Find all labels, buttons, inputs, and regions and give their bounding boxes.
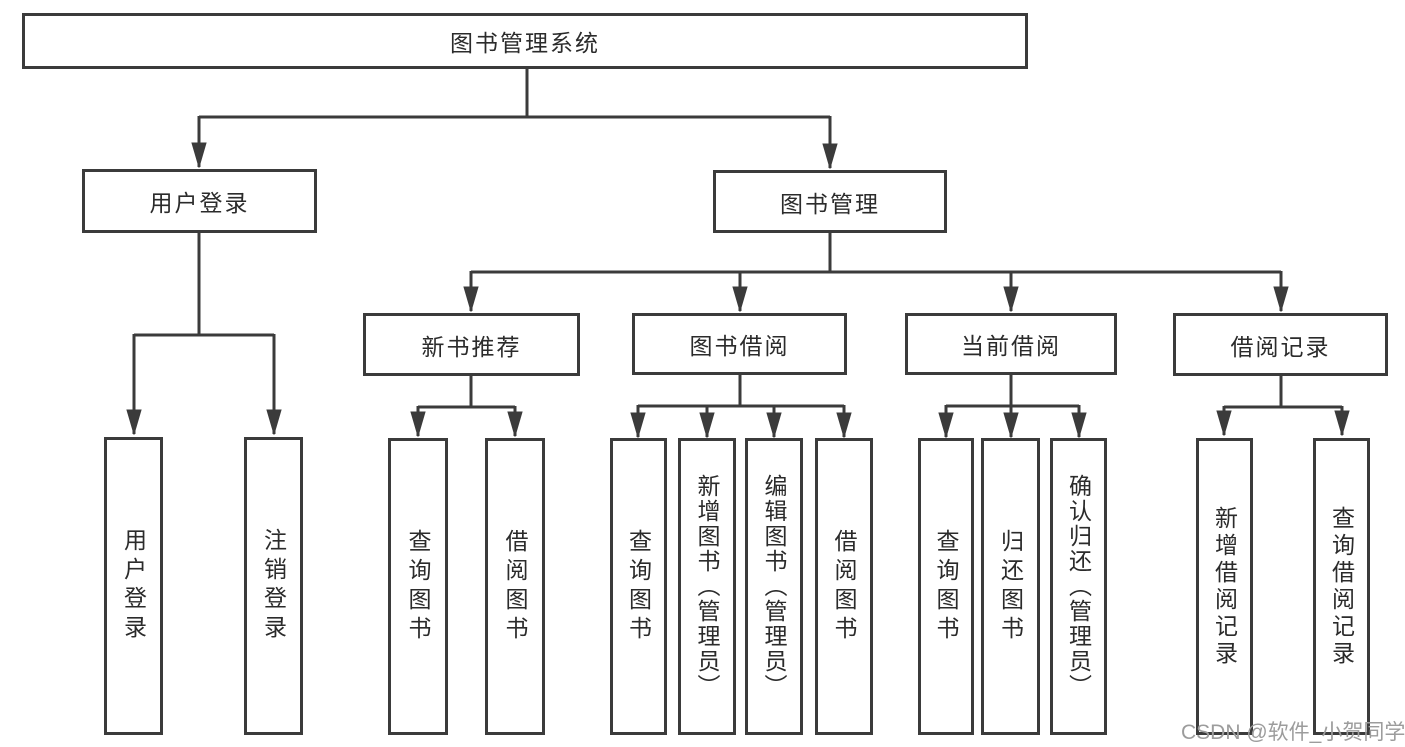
node-borrow-record: 借阅记录	[1173, 313, 1388, 376]
node-label: 查询图书	[933, 528, 959, 645]
edges-new-book-leaves	[418, 375, 515, 436]
edges-root-to-level2	[199, 68, 830, 168]
node-label: 查询图书	[405, 528, 431, 645]
node-label: 新书推荐	[421, 333, 522, 360]
node-label: 用户登录	[149, 190, 250, 216]
leaf-borrow-book-2: 借阅图书	[815, 438, 873, 735]
edges-book-mgmt-to-level3	[471, 233, 1281, 311]
node-label: 查询图书	[625, 528, 652, 645]
leaf-add-book-admin: 新增图书（管理员）	[678, 438, 736, 735]
node-label: 归还图书	[997, 528, 1024, 645]
node-label: 借阅记录	[1230, 333, 1331, 360]
node-root-library-system: 图书管理系统	[22, 13, 1028, 69]
leaf-confirm-return-admin: 确认归还（管理员）	[1050, 438, 1107, 735]
edges-user-login-leaves	[134, 233, 274, 434]
node-user-login: 用户登录	[82, 169, 317, 233]
leaf-edit-book-admin: 编辑图书（管理员）	[745, 438, 803, 735]
node-label: 注销登录	[260, 528, 287, 644]
csdn-watermark: CSDN @软件_小贺同学	[1181, 721, 1405, 744]
edges-book-borrow-leaves	[638, 375, 844, 437]
node-label: 图书管理	[780, 190, 880, 217]
leaf-borrow-book-1: 借阅图书	[485, 438, 545, 735]
node-label: 借阅图书	[831, 528, 857, 645]
node-label: 图书管理系统	[450, 30, 600, 56]
node-label: 图书借阅	[689, 333, 790, 359]
node-label: 新增借阅记录	[1211, 505, 1238, 668]
node-label: 查询借阅记录	[1328, 505, 1355, 668]
leaf-add-borrow-record: 新增借阅记录	[1196, 438, 1253, 735]
leaf-query-book-3: 查询图书	[918, 438, 974, 735]
leaf-query-book-1: 查询图书	[388, 438, 448, 735]
node-book-borrow: 图书借阅	[632, 313, 847, 375]
node-label: 编辑图书（管理员）	[761, 474, 787, 699]
node-current-borrow: 当前借阅	[905, 313, 1117, 375]
node-label: 借阅图书	[502, 528, 528, 645]
leaf-user-login: 用户登录	[104, 437, 163, 735]
node-label: 用户登录	[120, 528, 147, 644]
leaf-logout: 注销登录	[244, 437, 303, 735]
leaf-query-book-2: 查询图书	[610, 438, 667, 735]
node-new-book-recommend: 新书推荐	[363, 313, 580, 376]
node-label: 当前借阅	[961, 333, 1061, 359]
node-label: 新增图书（管理员）	[694, 474, 720, 699]
node-book-management: 图书管理	[713, 170, 947, 233]
edges-current-borrow-leaves	[946, 375, 1079, 437]
leaf-query-borrow-record: 查询借阅记录	[1313, 438, 1370, 735]
leaf-return-book: 归还图书	[981, 438, 1040, 735]
node-label: 确认归还（管理员）	[1065, 474, 1092, 699]
edges-borrow-record-leaves	[1224, 375, 1342, 435]
